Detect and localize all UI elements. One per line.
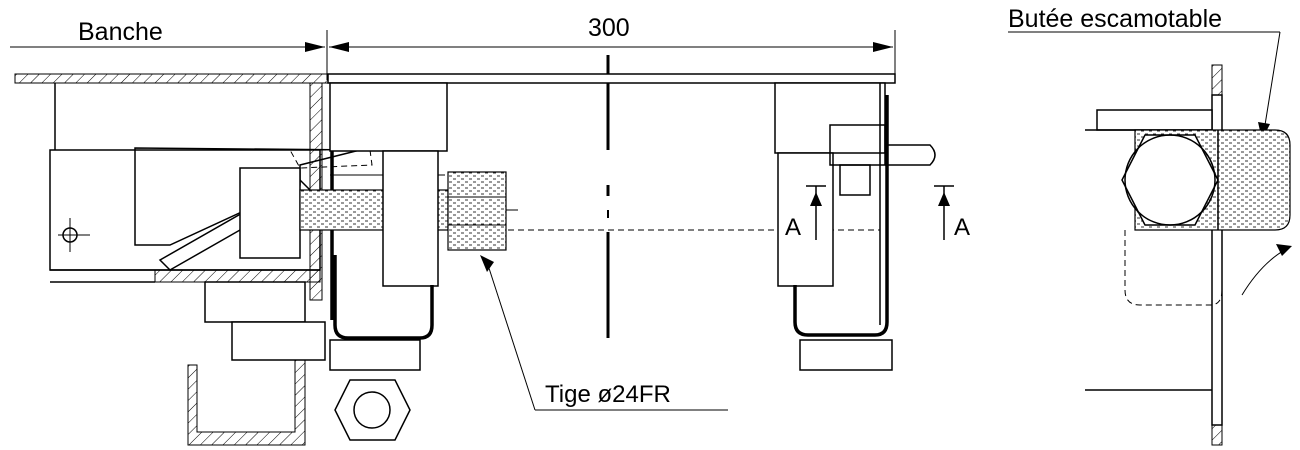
label-dimension-300: 300 — [588, 14, 630, 42]
label-banche: Banche — [78, 18, 163, 46]
rotation-arrow — [1241, 244, 1292, 296]
detail-hex-nut — [1121, 134, 1219, 226]
dimension-banche — [10, 30, 328, 80]
hex-nut — [447, 171, 518, 251]
section-marker-left — [806, 185, 826, 240]
bottom-hex-nut — [334, 379, 411, 441]
detail-plate — [1211, 64, 1223, 446]
leader-butee — [1258, 31, 1281, 140]
label-butee: Butée escamotable — [1008, 5, 1222, 33]
left-bracket — [329, 82, 448, 371]
label-tige: Tige ø24FR — [545, 381, 671, 408]
section-marker-right — [934, 185, 954, 240]
label-section-left: A — [785, 214, 801, 241]
dimension-300 — [329, 30, 896, 80]
right-bracket — [774, 82, 936, 371]
top-plate-hatched — [14, 73, 329, 84]
clamp-steps — [187, 281, 326, 446]
top-plate — [327, 73, 896, 84]
leader-tige — [480, 255, 728, 411]
label-section-right: A — [954, 214, 970, 241]
